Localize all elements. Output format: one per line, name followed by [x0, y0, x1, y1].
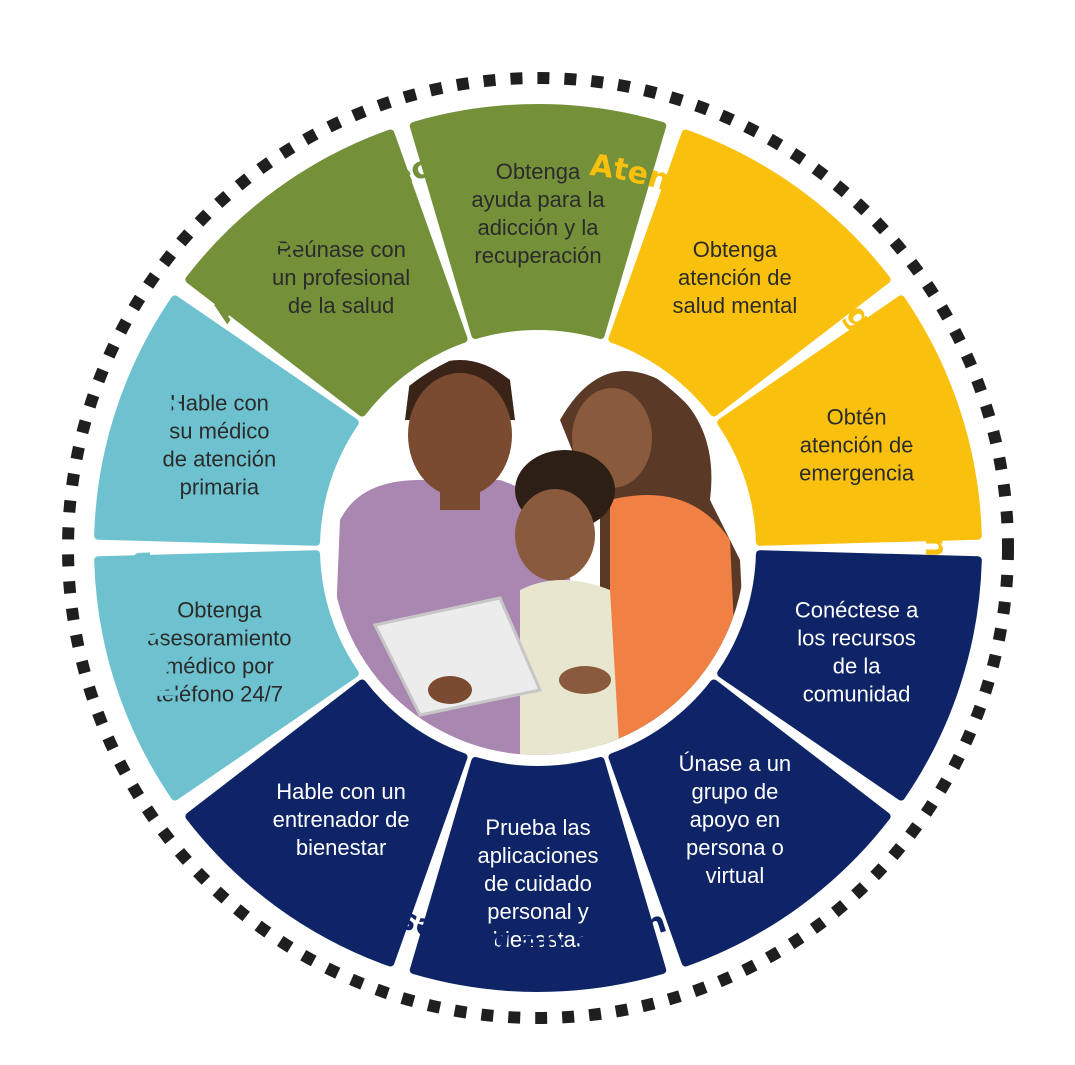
segments-group: Obtenga ayuda para la adicción y la recuper…	[94, 104, 982, 992]
segment-line: emergencia	[799, 460, 915, 485]
segment-line: salud mental	[673, 293, 798, 318]
segment-line: teléfono 24/7	[156, 682, 283, 707]
dotted-ring	[62, 72, 1014, 1024]
segment-line: aplicaciones	[477, 843, 598, 868]
segment-line: de atención	[163, 446, 277, 471]
segment-line: su médico	[169, 418, 269, 443]
segment-line: comunidad	[803, 682, 911, 707]
segment-emergency[interactable]	[717, 295, 982, 546]
segment-doctor[interactable]	[94, 295, 359, 546]
segment-label-emergency: Obtén atención de emergencia	[799, 404, 915, 485]
segment-coach[interactable]	[185, 679, 468, 967]
segment-professional[interactable]	[185, 129, 468, 417]
segment-label-coach: Hable con un entrenador de bienestar	[273, 779, 410, 860]
segment-phone[interactable]	[94, 550, 359, 801]
segment-label-community: Conéctese a los recursos de la comunidad	[795, 598, 919, 707]
segment-line: recuperación	[474, 243, 601, 268]
segment-label-apps: Prueba las aplicaciones de cuidado personal…	[477, 815, 598, 952]
segment-label-phone: Obtenga asesoramiento médico por teléfono 2…	[147, 598, 291, 707]
segment-line: Hable con un	[276, 779, 406, 804]
segment-label-doctor: Hable con su médico de atención primaria	[163, 390, 277, 499]
segment-label-professional: Reúnase con un profesional de la salud	[272, 237, 410, 318]
segment-line: de la	[833, 654, 881, 679]
segment-line: apoyo en	[690, 807, 781, 832]
segment-line: Conéctese a	[795, 598, 919, 623]
segment-line: atención de	[800, 432, 914, 457]
segment-community[interactable]	[717, 550, 982, 801]
segment-line: asesoramiento	[147, 626, 291, 651]
segment-line: un profesional	[272, 265, 410, 290]
segment-line: atención de	[678, 265, 792, 290]
segment-line: Obtenga	[496, 159, 581, 184]
segment-line: persona o	[686, 835, 784, 860]
segment-apps[interactable]	[409, 756, 667, 992]
segment-mental[interactable]	[608, 129, 891, 417]
segment-label-support: Únase a un grupo de apoyo en persona o virtu…	[679, 751, 792, 888]
segment-line: Reúnase con	[276, 237, 406, 262]
segment-line: Hable con	[170, 390, 269, 415]
segment-line: bienestar	[296, 835, 387, 860]
segment-line: virtual	[706, 863, 765, 888]
segment-support[interactable]	[608, 679, 891, 967]
segment-line: primaria	[180, 474, 260, 499]
segment-line: los recursos	[797, 626, 916, 651]
segment-line: personal y	[487, 899, 589, 924]
segment-line: entrenador de	[273, 807, 410, 832]
segment-addiction[interactable]	[409, 104, 667, 340]
segment-line: bienestar	[493, 927, 584, 952]
segment-line: Obtenga	[693, 237, 778, 262]
segment-line: ayuda para la	[471, 187, 605, 212]
segment-line: Obtén	[827, 404, 887, 429]
segment-line: de cuidado	[484, 871, 592, 896]
segment-label-mental: Obtenga atención de salud mental	[673, 237, 798, 318]
segment-line: Únase a un	[679, 751, 792, 776]
family-illustration	[331, 341, 745, 755]
segment-line: Obtenga	[177, 598, 262, 623]
segment-line: de la salud	[288, 293, 394, 318]
segment-label-addiction: Obtenga ayuda para la adicción y la recuper…	[471, 159, 605, 268]
segment-line: Prueba las	[485, 815, 590, 840]
segment-line: adicción y la	[477, 215, 599, 240]
segment-line: grupo de	[691, 779, 778, 804]
segment-line: médico por	[165, 654, 274, 679]
